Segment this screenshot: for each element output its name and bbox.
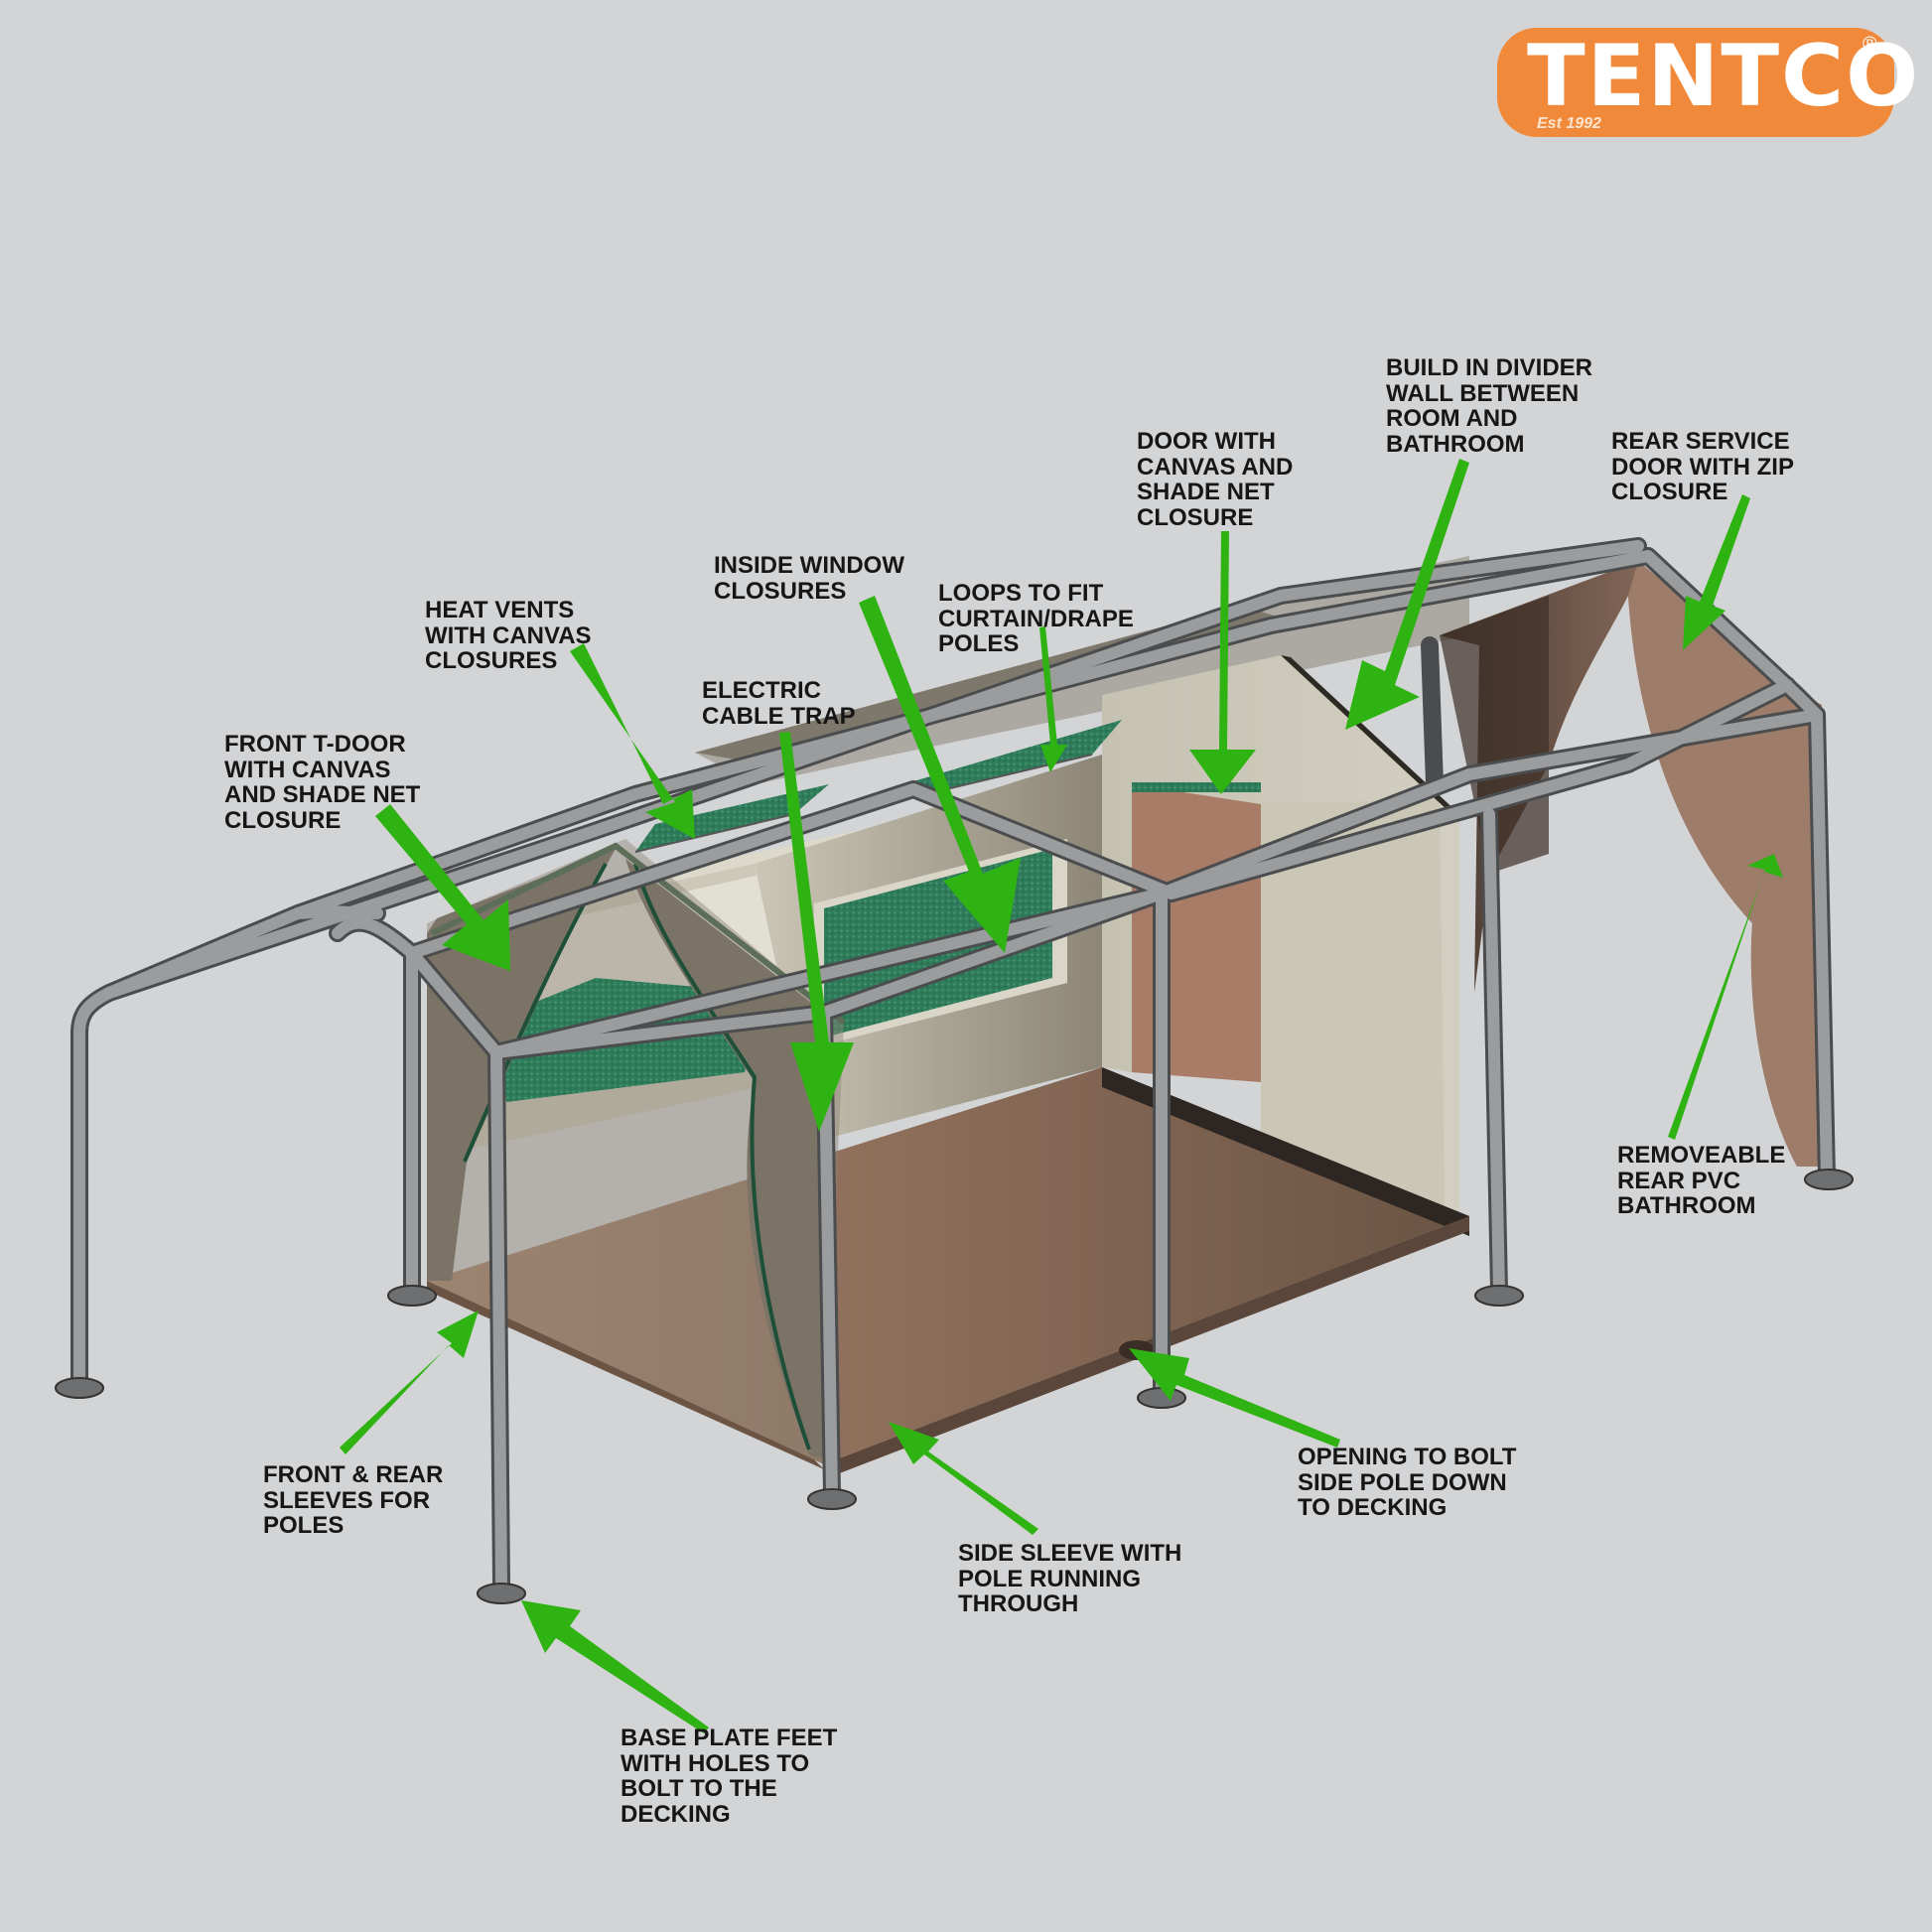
callout-door-canvas: DOOR WITH CANVAS AND SHADE NET CLOSURE <box>1137 428 1294 531</box>
tent-frame <box>70 537 1836 1592</box>
callout-front-t-door: FRONT T-DOOR WITH CANVAS AND SHADE NET C… <box>224 731 421 834</box>
arrow-loops <box>1039 626 1067 772</box>
base-plate-foot <box>1137 1387 1186 1409</box>
callout-base-plate: BASE PLATE FEET WITH HOLES TO BOLT TO TH… <box>621 1725 838 1828</box>
logo-established: Est 1992 <box>1537 115 1601 132</box>
callout-loops: LOOPS TO FIT CURTAIN/DRAPE POLES <box>938 580 1134 657</box>
callout-heat-vents: HEAT VENTS WITH CANVAS CLOSURES <box>425 597 592 674</box>
arrow-door-canvas <box>1189 531 1256 794</box>
base-plate-foot <box>1474 1285 1524 1307</box>
arrow-side-sleeve <box>889 1422 1038 1535</box>
base-plate-foot <box>55 1377 104 1399</box>
arrow-removable-bathroom <box>1668 854 1783 1140</box>
callout-opening-bolt: OPENING TO BOLT SIDE POLE DOWN TO DECKIN… <box>1298 1444 1517 1521</box>
arrow-base-plate <box>521 1600 709 1733</box>
logo-wordmark: TENTCO <box>1527 27 1921 126</box>
arrow-front-t-door <box>375 804 510 971</box>
logo-registered-mark: ® <box>1863 34 1877 56</box>
arrow-electric-cable <box>779 732 854 1132</box>
arrow-inside-window <box>859 596 1021 953</box>
arrow-divider <box>1345 459 1469 730</box>
base-plate-feet <box>55 1169 1854 1604</box>
arrow-heat-vents <box>570 643 695 839</box>
callout-removable-bathroom: REMOVEABLE REAR PVC BATHROOM <box>1617 1142 1786 1219</box>
base-plate-foot <box>1804 1169 1854 1190</box>
base-plate-foot <box>807 1488 857 1510</box>
callout-side-sleeve: SIDE SLEEVE WITH POLE RUNNING THROUGH <box>958 1540 1182 1617</box>
callout-divider: BUILD IN DIVIDER WALL BETWEEN ROOM AND B… <box>1386 354 1593 458</box>
groundsheet-floor <box>427 1067 1469 1479</box>
callout-electric-cable: ELECTRIC CABLE TRAP <box>702 677 856 730</box>
arrow-opening-bolt <box>1129 1348 1340 1448</box>
base-plate-foot <box>387 1285 437 1307</box>
arrow-rear-service <box>1683 494 1750 650</box>
callout-inside-window: INSIDE WINDOW CLOSURES <box>714 552 904 605</box>
tentco-logo: TENTCO ® Est 1992 <box>1497 28 1918 137</box>
base-plate-foot <box>477 1583 526 1604</box>
callout-front-rear-sleeves: FRONT & REAR SLEEVES FOR POLES <box>263 1461 444 1539</box>
callout-arrows <box>340 459 1783 1733</box>
callout-rear-service: REAR SERVICE DOOR WITH ZIP CLOSURE <box>1611 428 1794 505</box>
arrow-front-rear-sleeves <box>340 1311 479 1454</box>
